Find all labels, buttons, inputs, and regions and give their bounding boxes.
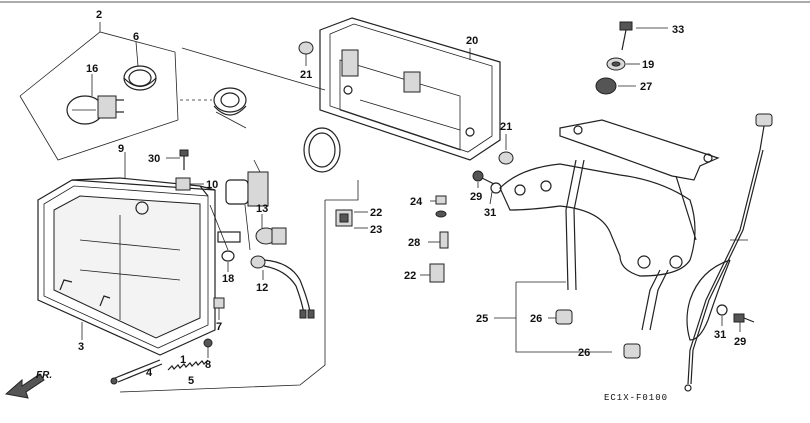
cable-1-part: [684, 113, 773, 392]
callout-label: 2: [96, 9, 102, 21]
socket-13-part: [255, 227, 287, 245]
dust-seal-part: [213, 87, 247, 129]
headlight-case-part: [319, 17, 501, 161]
bolt-30-part: [179, 149, 189, 170]
callout-label: 24: [410, 196, 423, 208]
callout-label: 5: [188, 375, 194, 387]
callout-label: 26: [530, 313, 542, 325]
callout-label: 26: [578, 347, 590, 359]
callout-label: 16: [86, 63, 98, 75]
position-bulb-part: [217, 231, 241, 262]
seal-ring-part: [303, 127, 341, 173]
callout-label: 31: [484, 207, 496, 219]
main-bulb-part: [225, 159, 269, 207]
callout-label: 1: [180, 354, 186, 366]
callout-label: 12: [256, 282, 268, 294]
callout-label: 27: [640, 81, 652, 93]
rubber-26b-part: [623, 343, 641, 359]
rubber-26a-part: [555, 309, 573, 325]
bolt-29a-part: [472, 170, 495, 185]
washer-31a-part: [490, 182, 502, 194]
callout-label: 8: [205, 359, 211, 371]
clip-22b-part: [429, 263, 445, 283]
callout-label: 25: [476, 313, 488, 325]
headlight-stay-part: [499, 119, 720, 331]
headlight-unit-part: [37, 177, 216, 356]
front-direction-arrow: [4, 373, 45, 399]
callout-label: 23: [370, 224, 382, 236]
grommet-21b-part: [498, 151, 514, 165]
callout-label: 13: [256, 203, 268, 215]
callout-label: 33: [672, 24, 684, 36]
callout-label: 29: [470, 191, 482, 203]
callout-label: 29: [734, 336, 746, 348]
callout-label: 10: [206, 179, 218, 191]
clip-nut-10-part: [175, 177, 191, 191]
rubber-27-part: [595, 77, 617, 95]
callout-label: 19: [642, 59, 654, 71]
clip-22a-part: [335, 209, 353, 227]
callout-label: 21: [300, 69, 312, 81]
callout-label: 30: [148, 153, 160, 165]
socket-12-part: [250, 255, 315, 319]
callout-label: 31: [714, 329, 726, 341]
front-direction-label: FR.: [36, 370, 52, 381]
callout-label: 21: [500, 121, 512, 133]
callout-label: 6: [133, 31, 139, 43]
part-8: [203, 338, 213, 348]
spring-5-part: [167, 359, 209, 371]
washer-19-part: [606, 57, 626, 71]
callout-label: 18: [222, 273, 234, 285]
socket-cap-part: [123, 65, 157, 91]
callout-label: 3: [78, 341, 84, 353]
callout-label: 4: [146, 367, 153, 379]
bolt-28-part: [439, 231, 449, 249]
drawing-code: EC1X-F0100: [604, 393, 668, 403]
callout-label: 28: [408, 237, 420, 249]
callout-label: 9: [118, 143, 124, 155]
bulb-group-outline: [19, 22, 179, 161]
grommet-21a-part: [298, 41, 314, 55]
washer-31b-part: [716, 304, 728, 316]
callout-label: 20: [466, 35, 478, 47]
bolt-29b-part: [733, 313, 755, 323]
callout-label: 7: [216, 321, 222, 333]
halogen-bulb-part: [66, 95, 124, 125]
callout-label: 22: [370, 207, 382, 219]
nut-24-part: [435, 195, 447, 218]
nut-7-part: [213, 297, 225, 309]
bolt-33-part: [619, 21, 633, 51]
screw-4-part: [110, 359, 163, 385]
callout-label: 22: [404, 270, 416, 282]
